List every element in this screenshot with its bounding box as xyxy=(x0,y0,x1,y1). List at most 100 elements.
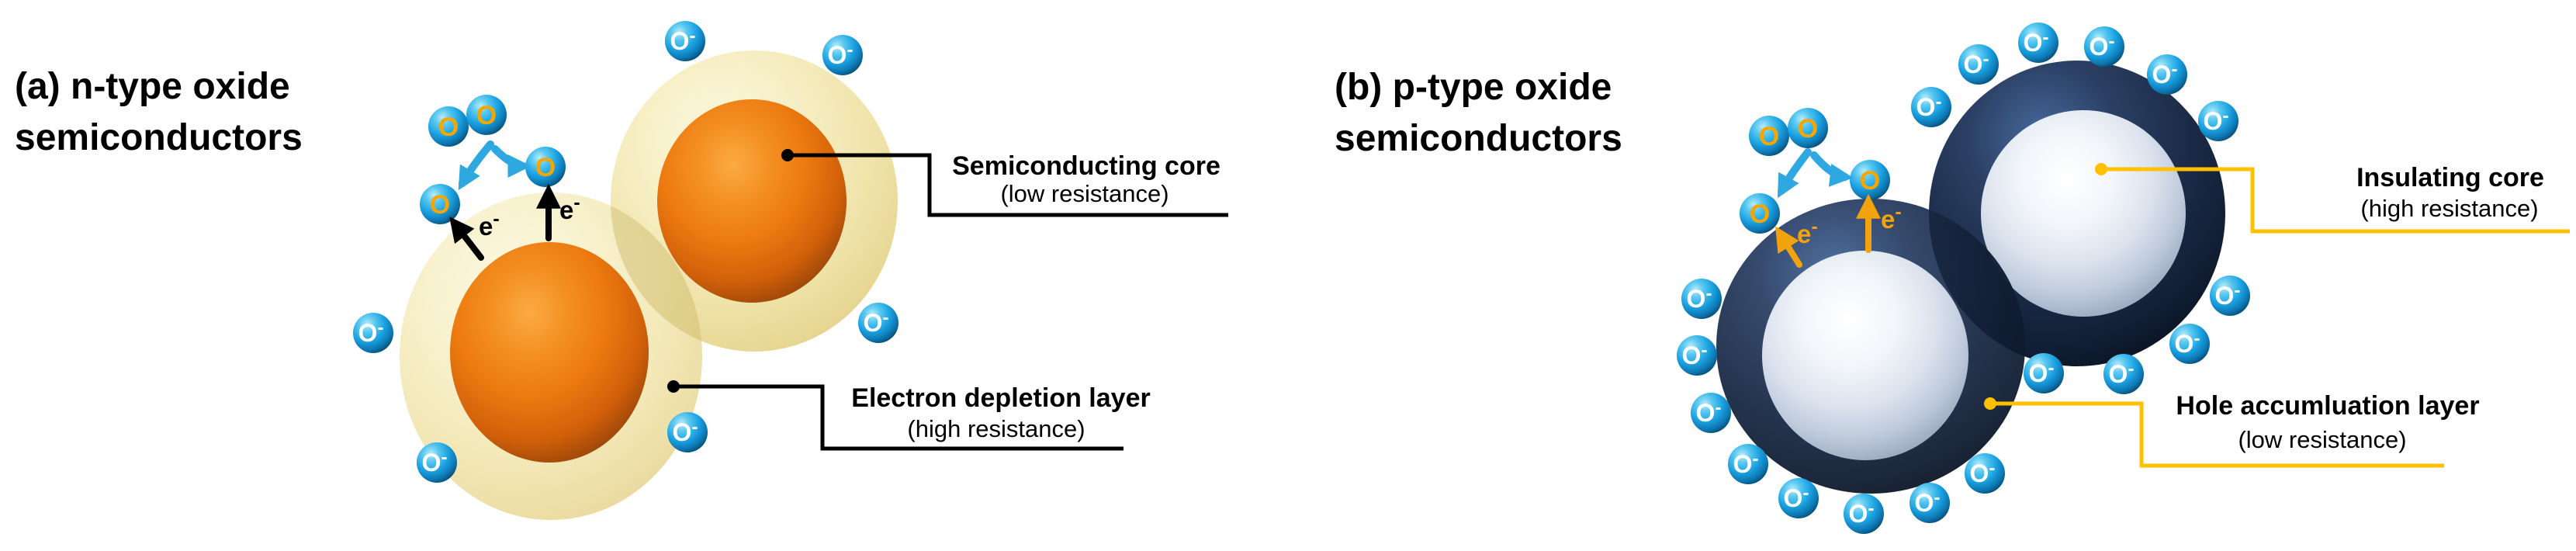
callout-dot xyxy=(667,380,680,393)
callout-line xyxy=(673,384,1124,451)
electron-transfer-arrow xyxy=(1775,226,1802,268)
oxygen-ion-label: O- xyxy=(2090,31,2115,61)
panel-a-title-line1: (a) n-type oxide xyxy=(15,66,290,107)
oxygen-ion-label: O- xyxy=(358,317,384,347)
adsorbed-oxygen-ion xyxy=(1677,335,1717,376)
callout-dot xyxy=(1984,397,1996,410)
oxygen-ion-label: O- xyxy=(828,40,853,69)
oxygen-ion-label: O- xyxy=(1964,49,1989,78)
adsorbed-oxygen-ion xyxy=(417,442,457,483)
shell-overlap-region xyxy=(611,192,702,352)
oxygen-ion-label: O- xyxy=(1970,458,1996,487)
adsorbed-oxygen-ion xyxy=(2084,26,2124,67)
adsorbed-oxygen-ion xyxy=(1728,444,1768,484)
electron-transfer-arrow xyxy=(449,217,484,261)
oxygen-ion-label: O- xyxy=(1849,498,1875,528)
dissociation-arrow xyxy=(491,145,531,178)
oxygen-letter: O xyxy=(476,101,497,130)
o2-molecule-sphere xyxy=(428,106,469,147)
insulating-core-label: Insulating core xyxy=(2356,163,2544,192)
electron-label: e- xyxy=(1797,216,1818,248)
oxygen-ion-label: O- xyxy=(422,447,448,476)
o2-molecule-sphere xyxy=(466,95,507,135)
core-back xyxy=(657,99,847,303)
adsorbed-oxygen-ion xyxy=(858,303,898,343)
oxygen-ion-label: O- xyxy=(1784,483,1809,512)
adsorbed-oxygen-ion xyxy=(2147,54,2187,95)
adsorbed-oxygen-ion xyxy=(1778,478,1819,518)
oxygen-ion-label: O- xyxy=(2029,358,2055,387)
callout-line xyxy=(788,153,1228,217)
semiconducting-core-label: Semiconducting core xyxy=(952,151,1220,181)
adsorbed-oxygen-ion xyxy=(2018,23,2058,63)
oxygen-letter: O xyxy=(1750,199,1770,229)
o2-molecule-sphere xyxy=(1749,116,1789,156)
dissociation-arrow xyxy=(1810,151,1854,187)
adsorbed-oxygen-ion xyxy=(667,412,708,452)
oxygen-ion-label: O- xyxy=(673,417,698,446)
adsorbed-oxygen-ion xyxy=(822,35,863,75)
callout-dot xyxy=(2095,163,2107,175)
insulating-core-sublabel: (high resistance) xyxy=(2360,195,2538,222)
dissociated-oxygen-sphere xyxy=(525,147,566,187)
oxygen-ion-label: O- xyxy=(2204,106,2229,135)
oxygen-ion-label: O- xyxy=(1682,340,1708,369)
adsorbed-oxygen-ion xyxy=(2024,353,2064,393)
electron-label: e- xyxy=(1881,201,1902,234)
panel-a-title-line2: semiconductors xyxy=(15,117,303,158)
oxygen-ion-label: O- xyxy=(1915,487,1941,517)
core-back xyxy=(1981,110,2186,317)
adsorbed-oxygen-ion xyxy=(1909,483,1950,523)
panel-b-title-line2: semiconductors xyxy=(1335,118,1622,159)
core-front xyxy=(450,242,649,463)
adsorbed-oxygen-ion xyxy=(1844,494,1884,534)
oxygen-letter: O xyxy=(430,190,450,220)
callout-dot xyxy=(781,149,794,161)
electron-label: e- xyxy=(559,192,580,224)
semiconducting-core-sublabel: (low resistance) xyxy=(1000,180,1169,207)
dissociated-oxygen-sphere xyxy=(420,184,460,224)
core-front xyxy=(1762,251,1968,460)
oxygen-ion-label: O- xyxy=(2109,359,2135,388)
oxygen-letter: O xyxy=(438,113,459,142)
oxygen-letter: O xyxy=(1759,122,1779,151)
oxygen-ion-label: O- xyxy=(670,26,696,55)
adsorbed-oxygen-ion xyxy=(1691,393,1731,433)
shell-overlap-region xyxy=(1929,199,2025,366)
dissociation-arrow xyxy=(458,140,494,191)
callout-line xyxy=(1990,401,2444,468)
adsorbed-oxygen-ion xyxy=(1681,279,1722,319)
dissociated-oxygen-sphere xyxy=(1850,160,1890,200)
panel-b-title-line1: (b) p-type oxide xyxy=(1335,67,1612,108)
callout-line xyxy=(2101,167,2570,234)
electron-depletion-layer-label: Electron depletion layer xyxy=(851,383,1150,413)
adsorbed-oxygen-ion xyxy=(1911,87,1951,127)
o2-molecule-sphere xyxy=(1788,108,1828,148)
dissociated-oxygen-sphere xyxy=(1740,193,1780,234)
oxygen-ion-label: O- xyxy=(2152,59,2178,88)
oxygen-ion-label: O- xyxy=(1733,449,1759,478)
hole-accumulation-layer-sublabel: (low resistance) xyxy=(2238,426,2406,453)
oxygen-ion-label: O- xyxy=(1687,283,1712,313)
oxygen-ion-label: O- xyxy=(1916,92,1942,121)
oxygen-letter: O xyxy=(535,153,556,182)
oxygen-letter: O xyxy=(1860,166,1880,196)
electron-depletion-layer-sublabel: (high resistance) xyxy=(907,415,1085,442)
hole-accumulation-layer-label: Hole accumluation layer xyxy=(2176,391,2479,421)
adsorbed-oxygen-ion xyxy=(2103,354,2144,394)
oxygen-ion-label: O- xyxy=(2175,328,2200,358)
adsorbed-oxygen-ion xyxy=(1965,453,2005,494)
oxygen-letter: O xyxy=(1798,114,1818,144)
adsorbed-oxygen-ion xyxy=(2210,276,2250,316)
adsorbed-oxygen-ion xyxy=(2198,101,2238,141)
adsorbed-oxygen-ion xyxy=(2169,324,2210,364)
adsorbed-oxygen-ion xyxy=(353,313,393,353)
dissociation-arrow xyxy=(1777,148,1812,199)
oxygen-ion-label: O- xyxy=(1696,397,1722,427)
oxygen-ion-label: O- xyxy=(2215,280,2241,310)
